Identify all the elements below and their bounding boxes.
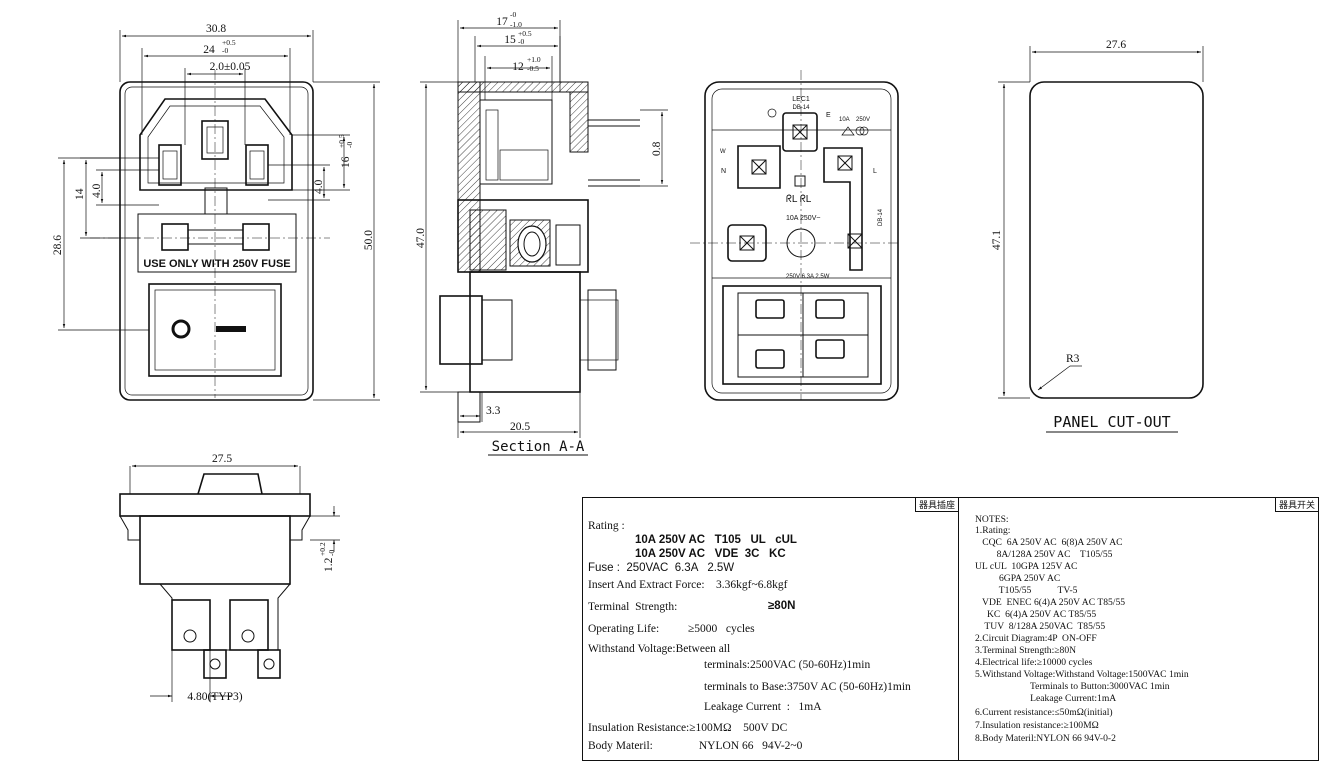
panel-radius: R3: [1066, 353, 1080, 365]
note-line: 8A/128A 250V AC T105/55: [975, 549, 1113, 560]
dim-pin-spacing: 2.0±0.05: [210, 61, 251, 73]
dim-17: 17: [496, 16, 508, 28]
dim-height-upper: 28.6: [52, 235, 64, 255]
note-line: CQC 6A 250V AC 6(8)A 250V AC: [975, 537, 1123, 548]
dim-12: 12: [512, 61, 524, 73]
note-line: Terminals to Button:3000VAC 1min: [975, 681, 1170, 692]
dim-205: 20.5: [510, 421, 530, 433]
note-line: 1.Rating:: [975, 525, 1011, 536]
note-line: KC 6(4)A 250V AC T85/55: [975, 609, 1097, 620]
notes-table: 器具开关 NOTES: 1.Rating: CQC 6A 250V AC 6(8…: [958, 497, 1319, 761]
dim-16: 16: [340, 156, 352, 168]
operating-life: Operating Life: ≥5000 cycles: [588, 623, 755, 635]
svg-text:L: L: [873, 168, 877, 175]
note-line: 2.Circuit Diagram:4P ON-OFF: [975, 633, 1097, 644]
dim-4-left: 4.0: [91, 183, 103, 198]
dim-14: 14: [74, 188, 86, 200]
rating-line2: 10A 250V AC VDE 3C KC: [635, 548, 786, 560]
svg-text:-0: -0: [510, 10, 516, 19]
panel-title: PANEL CUT-OUT: [1053, 413, 1170, 431]
withstand-3: terminals to Base:3750V AC (50-60Hz)1min: [704, 681, 911, 693]
front-view: USE ONLY WITH 250V FUSE 30.8 24 +0.5 -0 …: [52, 23, 380, 401]
fuse-line: Fuse : 250VAC 6.3A 2.5W: [588, 562, 735, 574]
note-line: T105/55 TV-5: [975, 585, 1078, 596]
svg-text:N: N: [721, 168, 726, 175]
svg-text:+0.5: +0.5: [337, 134, 346, 148]
svg-text:250V: 250V: [856, 117, 870, 123]
svg-text:+0.2: +0.2: [318, 542, 327, 556]
note-line: Leakage Current:1mA: [975, 693, 1117, 704]
rear-ul-mark: ᖇL ᖇL: [786, 194, 812, 205]
dim-15: 15: [504, 34, 516, 46]
svg-text:-1.0: -1.0: [510, 20, 522, 29]
note-line: 8.Body Materil:NYLON 66 94V-0-2: [975, 733, 1116, 744]
spec-table: 器具插座 Rating : 10A 250V AC T105 UL cUL 10…: [582, 497, 959, 761]
note-line: 7.Insulation resistance:≥100MΩ: [975, 720, 1099, 731]
rating-line1: 10A 250V AC T105 UL cUL: [635, 534, 797, 546]
note-line: NOTES:: [975, 514, 1009, 525]
svg-text:W: W: [720, 149, 726, 155]
svg-text:E: E: [826, 112, 831, 119]
svg-text:-0: -0: [222, 46, 228, 55]
note-line: TUV 8/128A 250VAC T85/55: [975, 621, 1106, 632]
terminal-strength-value: ≥80N: [768, 600, 796, 612]
dim-4-right: 4.0: [313, 179, 325, 194]
note-line: 3.Terminal Strength:≥80N: [975, 645, 1077, 656]
svg-text:+1.0: +1.0: [527, 55, 541, 64]
dim-47: 47.0: [415, 228, 427, 248]
terminal-strength-label: Terminal Strength:: [588, 601, 678, 613]
svg-text:-0: -0: [327, 550, 336, 556]
svg-text:250V 6.3A 2.5W: 250V 6.3A 2.5W: [786, 274, 830, 280]
dim-08: 0.8: [651, 141, 663, 156]
svg-text:-0: -0: [518, 37, 524, 46]
withstand-2: terminals:2500VAC (50-60Hz)1min: [704, 659, 871, 671]
switch-width: 27.5: [212, 453, 232, 465]
svg-text:+0.5: +0.5: [222, 38, 236, 47]
note-line: 5.Withstand Voltage:Withstand Voltage:15…: [975, 669, 1189, 680]
svg-text:DB-14: DB-14: [792, 105, 810, 111]
note-line: 6.Current resistance:≤50mΩ(initial): [975, 707, 1113, 718]
rating-label: Rating :: [588, 520, 625, 532]
rear-view: LEC1 DB-14 E W N L 10A 250V ᖇL ᖇL 10A 25…: [690, 70, 900, 401]
switch-typ: 4.80(TYP3): [187, 691, 242, 703]
svg-text:-0: -0: [345, 142, 354, 148]
withstand-1: Withstand Voltage:Between all: [588, 643, 731, 655]
panel-width: 27.6: [1106, 39, 1126, 51]
fuse-label: USE ONLY WITH 250V FUSE: [143, 258, 290, 270]
leakage: Leakage Current : 1mA: [704, 701, 822, 713]
note-line: 6GPA 250V AC: [975, 573, 1061, 584]
svg-text:+0.5: +0.5: [518, 29, 532, 38]
section-title: Section A-A: [492, 439, 585, 455]
spec-table-tag: 器具插座: [914, 497, 959, 512]
note-line: 4.Electrical life:≥10000 cycles: [975, 657, 1093, 668]
svg-text:LEC1: LEC1: [792, 96, 810, 103]
dim-height-overall: 50.0: [363, 230, 375, 250]
panel-height: 47.1: [991, 230, 1003, 250]
note-line: VDE ENEC 6(4)A 250V AC T85/55: [975, 597, 1126, 608]
switch-side-view: 27.5 1.2 +0.2 -0 4.80(TYP3): [119, 453, 340, 703]
panel-cutout: 27.6 47.1 R3 PANEL CUT-OUT: [991, 39, 1204, 433]
body-material: Body Materil: NYLON 66 94V-2~0: [588, 740, 803, 752]
dim-width-overall: 30.8: [206, 23, 226, 35]
dim-width-inner: 24: [203, 44, 215, 56]
svg-text:-0.5: -0.5: [527, 64, 539, 73]
switch-dim-12: 1.2: [323, 557, 335, 572]
insulation: Insulation Resistance:≥100MΩ 500V DC: [588, 722, 788, 734]
dim-33: 3.3: [486, 405, 501, 417]
note-line: UL cUL 10GPA 125V AC: [975, 561, 1078, 572]
section-view: 17 -0 -1.0 15 +0.5 -0 12 +1.0 -0.5 0.8 4…: [415, 10, 668, 456]
insert-force: Insert And Extract Force: 3.36kgf~6.8kgf: [588, 579, 788, 591]
svg-text:10A 250V~: 10A 250V~: [786, 215, 820, 222]
svg-text:DB-14: DB-14: [878, 208, 884, 226]
notes-table-tag: 器具开关: [1274, 497, 1319, 512]
svg-text:10A: 10A: [839, 117, 850, 123]
